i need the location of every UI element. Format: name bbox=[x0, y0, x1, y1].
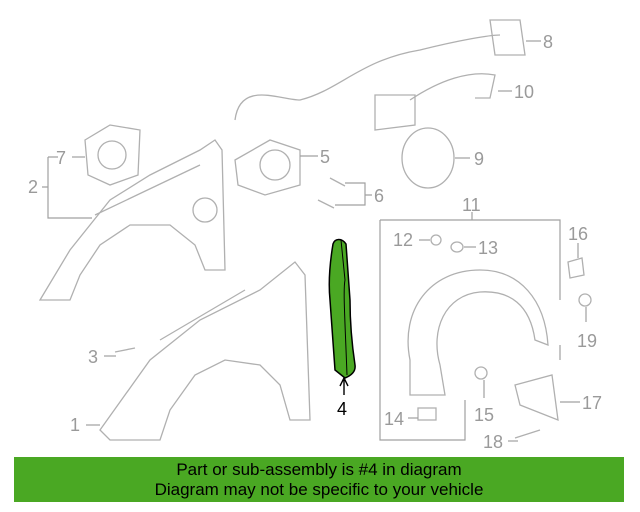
fuel-door-drawing bbox=[234, 139, 301, 196]
callout-4[interactable]: 4 bbox=[337, 399, 347, 419]
callout-10[interactable]: 10 bbox=[514, 82, 534, 102]
nut-19-drawing bbox=[578, 293, 592, 307]
callout-12[interactable]: 12 bbox=[393, 230, 413, 250]
clip-14-drawing bbox=[417, 407, 437, 421]
clip-15-drawing bbox=[474, 366, 488, 380]
fuel-door-ring bbox=[259, 149, 291, 181]
callout-8[interactable]: 8 bbox=[543, 32, 553, 52]
screw-18-drawing bbox=[514, 429, 541, 439]
cable-drawing bbox=[234, 34, 501, 121]
banner-line-2: Diagram may not be specific to your vehi… bbox=[154, 480, 484, 499]
callout-17[interactable]: 17 bbox=[582, 393, 602, 413]
callout-3[interactable]: 3 bbox=[88, 347, 98, 367]
latch-drawing bbox=[374, 94, 416, 131]
callout-11[interactable]: 11 bbox=[462, 195, 481, 215]
fender-drawing bbox=[99, 261, 311, 441]
highlighted-part-4[interactable] bbox=[328, 238, 356, 379]
clip-12-drawing bbox=[430, 234, 442, 246]
callout-15[interactable]: 15 bbox=[474, 405, 494, 425]
callout-16[interactable]: 16 bbox=[568, 224, 588, 244]
leader-2 bbox=[42, 156, 92, 219]
callout-2[interactable]: 2 bbox=[28, 177, 38, 197]
actuator-drawing bbox=[489, 19, 526, 56]
liner-group-box bbox=[379, 219, 561, 441]
callout-5[interactable]: 5 bbox=[320, 147, 330, 167]
gasket-drawing bbox=[401, 127, 455, 189]
arrow-4 bbox=[339, 376, 349, 395]
liner-drawing bbox=[407, 269, 549, 396]
callout-19[interactable]: 19 bbox=[577, 331, 597, 351]
fender-edge-line bbox=[94, 164, 201, 216]
bracket-drawing bbox=[84, 124, 141, 186]
part-4-crease bbox=[340, 239, 348, 376]
callout-6[interactable]: 6 bbox=[374, 186, 384, 206]
banner-line-1: Part or sub-assembly is #4 in diagram bbox=[176, 460, 462, 479]
fender-edge-line-2 bbox=[159, 289, 246, 341]
upper-fender-drawing bbox=[38, 139, 226, 301]
rod-drawing bbox=[409, 73, 496, 101]
bracket-hole bbox=[97, 140, 127, 170]
screw-3-drawing bbox=[114, 347, 136, 353]
clip-16-drawing bbox=[567, 257, 585, 279]
callout-9[interactable]: 9 bbox=[474, 149, 484, 169]
leader-6 bbox=[335, 182, 372, 206]
fuel-door-opening bbox=[192, 197, 218, 223]
callout-14[interactable]: 14 bbox=[384, 409, 404, 429]
callout-1[interactable]: 1 bbox=[70, 415, 80, 435]
ring-13-drawing bbox=[450, 241, 464, 253]
callout-7[interactable]: 7 bbox=[56, 148, 66, 168]
callout-18[interactable]: 18 bbox=[483, 432, 503, 452]
shield-17-drawing bbox=[514, 374, 559, 422]
callout-13[interactable]: 13 bbox=[478, 238, 498, 258]
bolt-drawing bbox=[317, 177, 346, 209]
part-info-banner: Part or sub-assembly is #4 in diagram Di… bbox=[14, 457, 624, 502]
